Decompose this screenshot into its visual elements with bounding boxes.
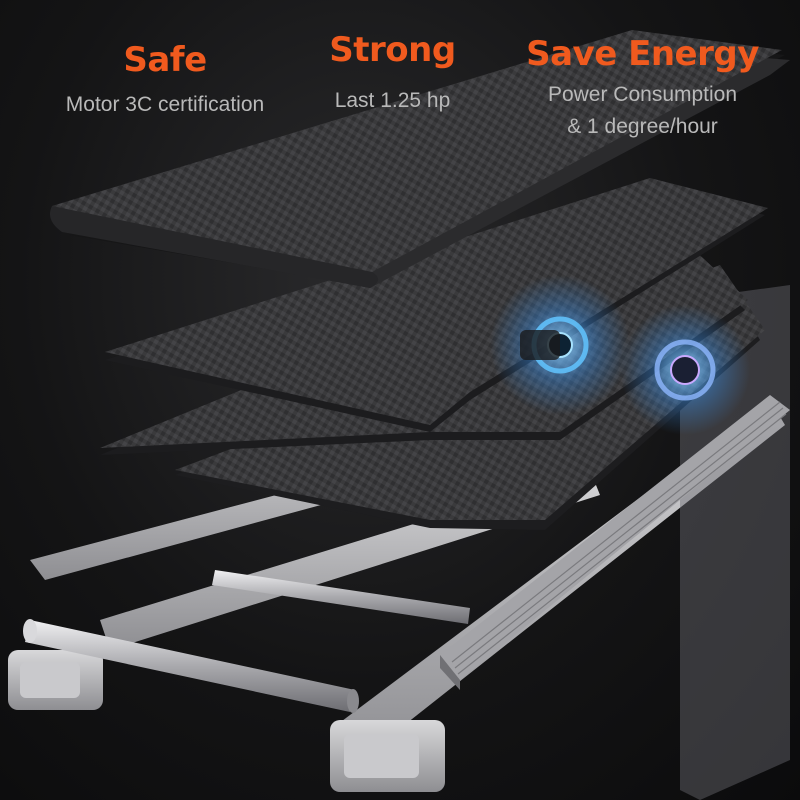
- motor-glow: [490, 275, 750, 435]
- frame-foot-right: [330, 720, 445, 792]
- feature-description: Motor 3C certification: [65, 93, 265, 116]
- rear-roller: [212, 570, 470, 624]
- feature-description: Power Consumption: [547, 83, 738, 106]
- feature-strong: Strong Last 1.25 hp: [300, 30, 485, 116]
- feature-title: Save Energy: [526, 34, 759, 74]
- feature-description: Last 1.25 hp: [334, 89, 451, 112]
- running-board-top: [49, 30, 790, 288]
- feature-safe: Safe Motor 3C certification: [40, 40, 290, 120]
- front-roller: [23, 619, 359, 713]
- feature-title: Strong: [329, 30, 456, 70]
- frame-foot-left: [8, 650, 103, 710]
- feature-description: & 1 degree/hour: [567, 115, 718, 138]
- feature-title: Safe: [123, 40, 207, 80]
- feature-save-energy: Save Energy Power Consumption & 1 degree…: [520, 34, 765, 142]
- deck-board-upper: [105, 178, 768, 432]
